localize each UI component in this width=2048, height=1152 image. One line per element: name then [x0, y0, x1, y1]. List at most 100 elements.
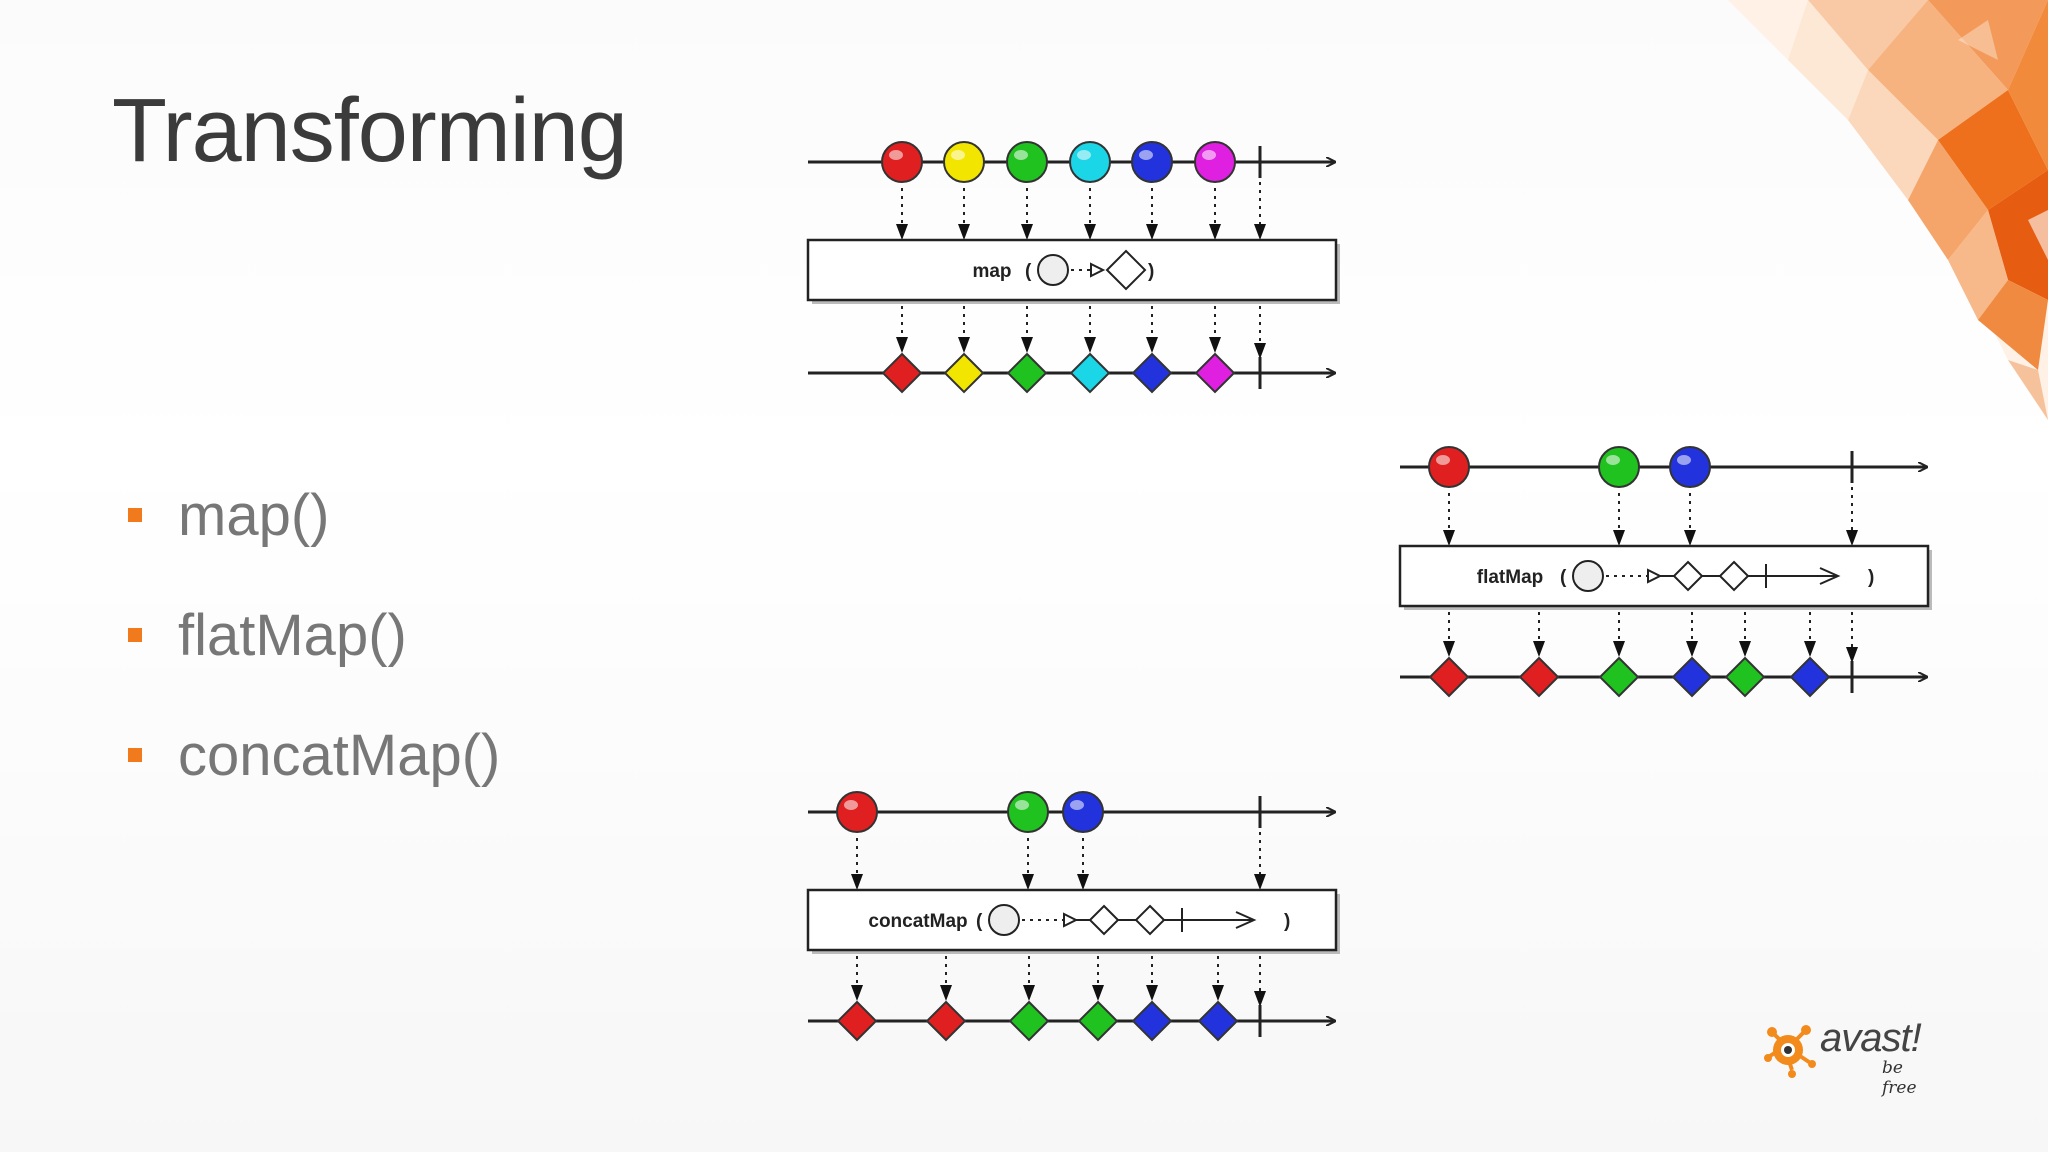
arrowhead-icon [1254, 991, 1266, 1007]
arrowhead-icon [1254, 343, 1266, 359]
arrowhead-icon [1684, 530, 1696, 546]
open-paren: ( [1560, 567, 1567, 588]
arrowhead-icon [1209, 224, 1221, 240]
arrowhead-icon [1146, 985, 1158, 1001]
diamond-marble [1598, 656, 1640, 698]
arrowhead-icon [1084, 337, 1096, 353]
marble-highlight [1014, 150, 1028, 160]
diamond-marble [836, 1000, 878, 1042]
marble-highlight [1677, 455, 1691, 465]
arrowhead-icon [1023, 985, 1035, 1001]
mini-diamond-icon [1105, 249, 1147, 291]
marble-circle [1069, 141, 1111, 183]
arrowhead-icon [1209, 337, 1221, 353]
arrowhead-icon [851, 874, 863, 890]
diamond-marble [1006, 352, 1048, 394]
operator-label: flatMap [1477, 567, 1544, 588]
mini-arrowhead-icon [1235, 911, 1257, 929]
mini-diamond-icon [1672, 560, 1704, 592]
arrowhead-icon [1804, 641, 1816, 657]
marble-highlight [951, 150, 965, 160]
operator-label: concatMap [868, 911, 967, 932]
marble-highlight [1139, 150, 1153, 160]
arrowhead-icon [896, 337, 908, 353]
arrowhead-icon [1443, 530, 1455, 546]
mini-arrowhead-icon [1819, 567, 1841, 585]
arrowhead-icon [1146, 224, 1158, 240]
diamond-marble [881, 352, 923, 394]
marble-highlight [1436, 455, 1450, 465]
bullet-square-icon [128, 748, 142, 762]
diamond-marble [1724, 656, 1766, 698]
avast-ball-icon [1764, 1025, 1816, 1078]
bullet-item-map: map() [128, 455, 500, 575]
slide-title: Transforming [112, 81, 628, 181]
diamond-marble [925, 1000, 967, 1042]
diamond-marble [1194, 352, 1236, 394]
marble-circle [1428, 446, 1470, 488]
diamond-marble [1789, 656, 1831, 698]
close-paren: ) [1284, 911, 1290, 932]
marble-circle [1007, 791, 1049, 833]
marble-highlight [1070, 800, 1084, 810]
mini-circle-icon [1572, 560, 1604, 592]
arrowhead-icon [1254, 224, 1266, 240]
diamond-marble [1518, 656, 1560, 698]
bullet-square-icon [128, 628, 142, 642]
marble-circle [1598, 446, 1640, 488]
avast-tagline: be free [1882, 1058, 1917, 1098]
diamond-marble [1069, 352, 1111, 394]
diamond-marble [1008, 1000, 1050, 1042]
marble-circle [1669, 446, 1711, 488]
map-diagram: map () [806, 141, 1340, 394]
arrowhead-icon [958, 224, 970, 240]
arrowhead-icon [1613, 641, 1625, 657]
bullet-square-icon [128, 508, 142, 522]
diamond-marble [1131, 1000, 1173, 1042]
arrowhead-icon [1084, 224, 1096, 240]
arrowhead-icon [1146, 337, 1158, 353]
arrowhead-icon [1092, 985, 1104, 1001]
marble-highlight [1077, 150, 1091, 160]
arrowhead-icon [1212, 985, 1224, 1001]
flatmap-diagram: flatMap () [1398, 446, 1932, 698]
mini-diamond-icon [1134, 904, 1166, 936]
mini-arrow-icon [1090, 262, 1106, 278]
diamond-marble [1077, 1000, 1119, 1042]
diamond-marble [943, 352, 985, 394]
mini-circle-icon [1037, 254, 1069, 286]
corner-decoration [1728, 0, 2048, 420]
mini-arrow-icon [1647, 568, 1663, 584]
arrowhead-icon [1021, 224, 1033, 240]
bullet-text: flatMap() [178, 602, 407, 668]
avast-logo: avast! be free [1762, 1016, 1942, 1098]
arrowhead-icon [851, 985, 863, 1001]
arrowhead-icon [1686, 641, 1698, 657]
arrowhead-icon [1021, 337, 1033, 353]
diamond-marble [1197, 1000, 1239, 1042]
close-paren: ) [1868, 567, 1874, 588]
arrowhead-icon [1846, 530, 1858, 546]
marble-highlight [1015, 800, 1029, 810]
concatmap-diagram: concatMap () [806, 791, 1340, 1042]
open-paren: ( [1025, 261, 1032, 282]
mini-diamond-icon [1718, 560, 1750, 592]
arrowhead-icon [940, 985, 952, 1001]
open-paren: ( [976, 911, 983, 932]
bullet-text: map() [178, 482, 330, 548]
bullet-text: concatMap() [178, 722, 501, 788]
diamond-marble [1671, 656, 1713, 698]
arrowhead-icon [1254, 874, 1266, 890]
operator-label: map [972, 261, 1011, 282]
arrowhead-icon [1443, 641, 1455, 657]
bullet-item-flatmap: flatMap() [128, 575, 500, 695]
arrowhead-icon [1613, 530, 1625, 546]
marble-circle [1006, 141, 1048, 183]
close-paren: ) [1148, 261, 1154, 282]
marble-highlight [889, 150, 903, 160]
marble-circle [881, 141, 923, 183]
marble-circle [1131, 141, 1173, 183]
mini-circle-icon [988, 904, 1020, 936]
marble-highlight [1202, 150, 1216, 160]
